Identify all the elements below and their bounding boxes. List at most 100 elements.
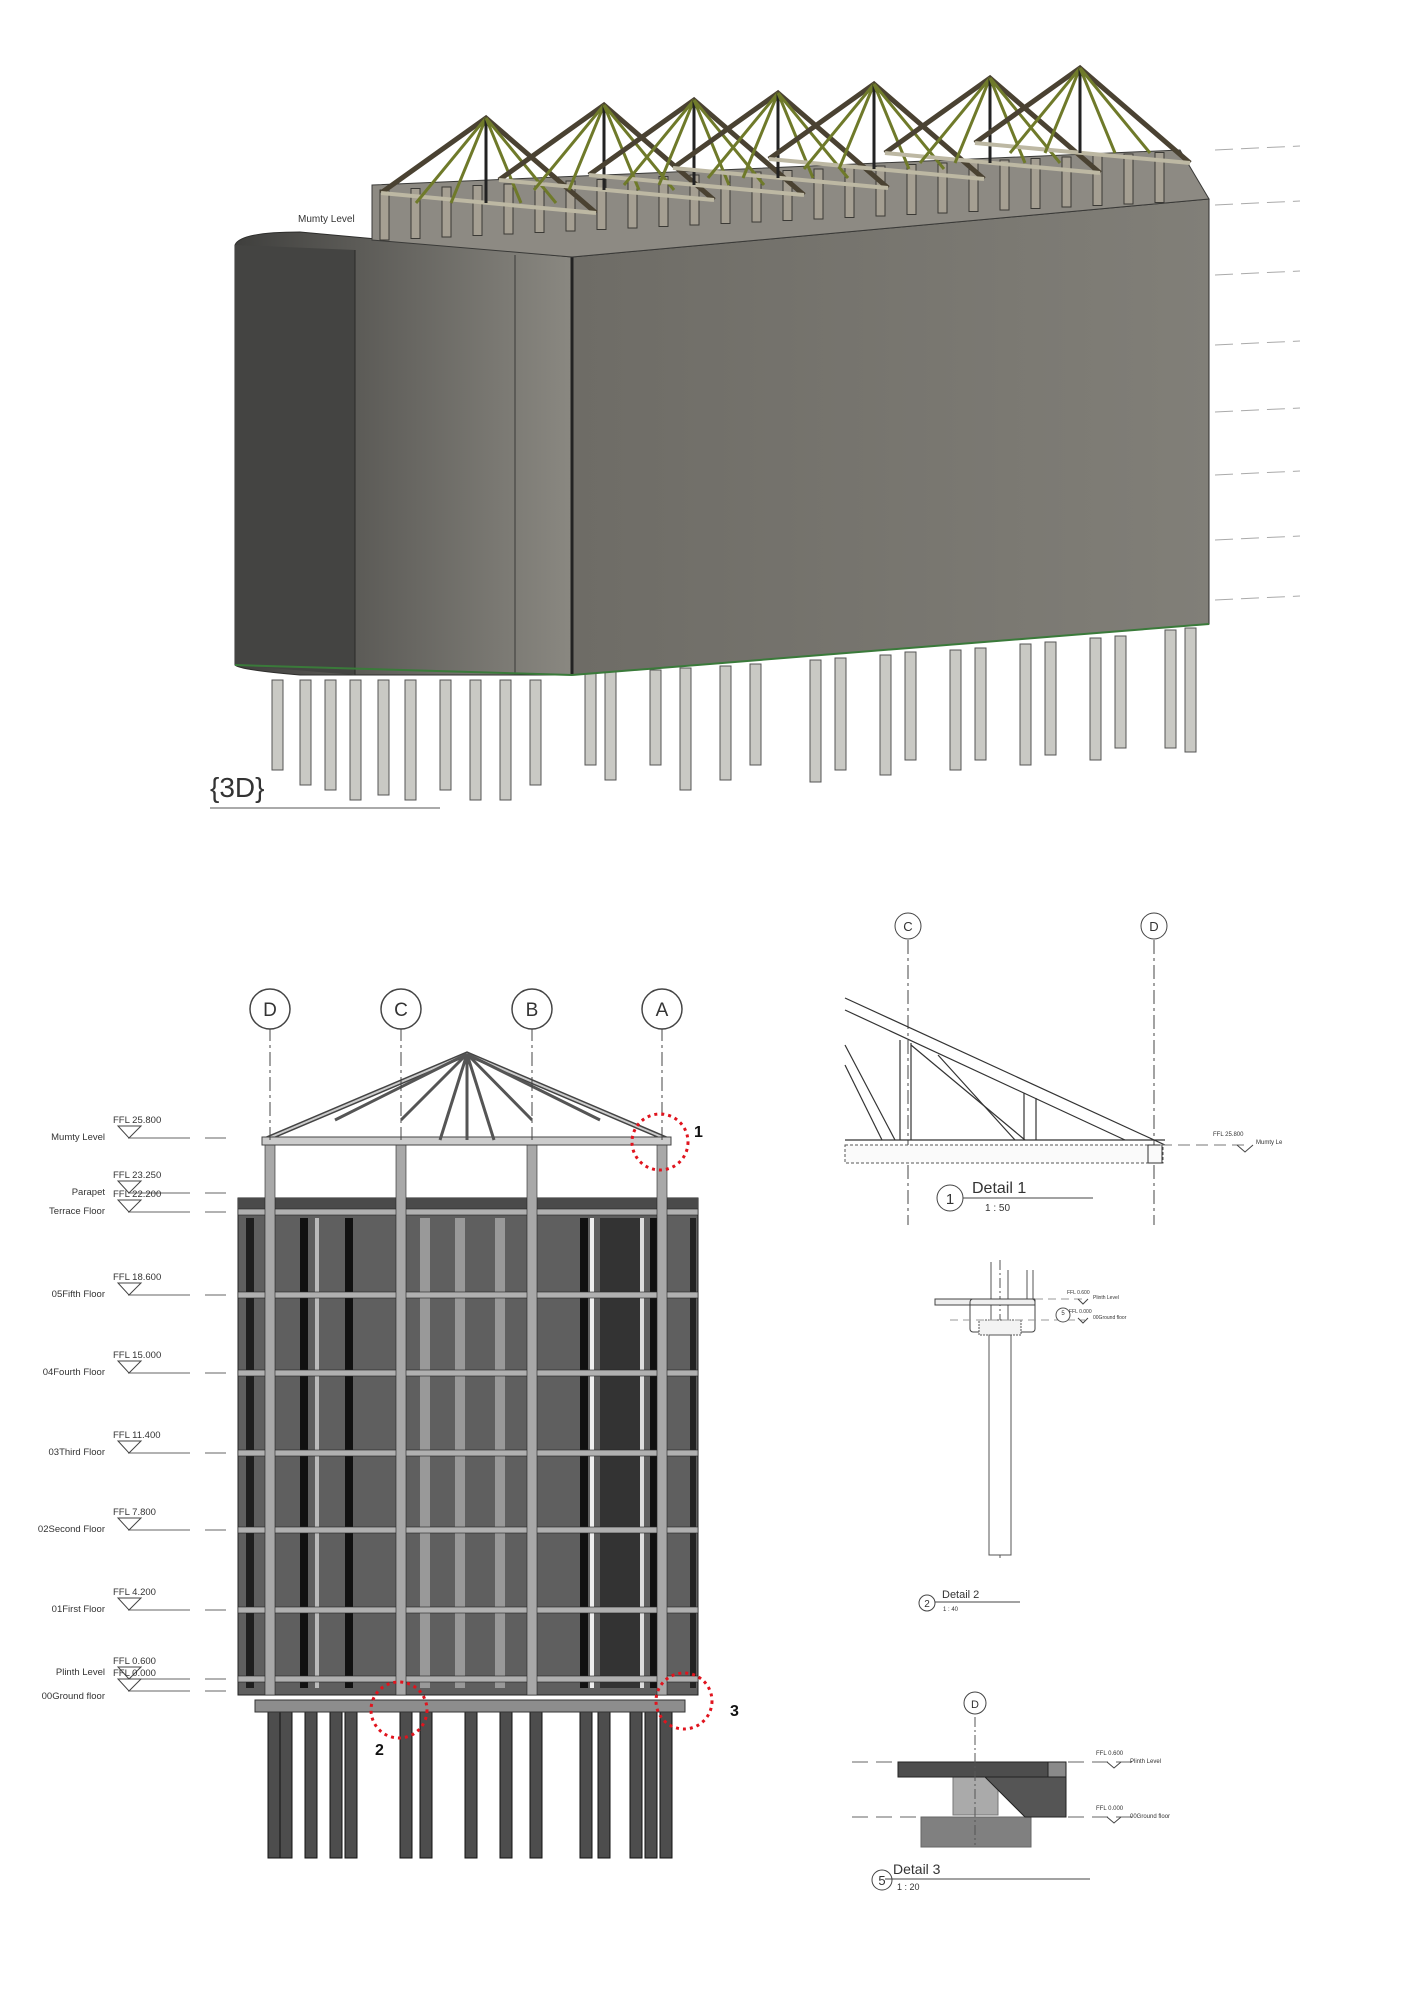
3d-level-line	[1214, 200, 1301, 206]
detail-callout-number[interactable]: 3	[730, 1703, 739, 1720]
3d-level-line	[1214, 407, 1301, 413]
elevation-grid-label-A: A	[656, 1000, 669, 1021]
elevation-pile	[659, 1699, 673, 1859]
3d-pile	[1019, 643, 1032, 766]
3d-roof-column	[472, 185, 483, 236]
level-marker-icon	[116, 1360, 143, 1374]
elevation-pile	[304, 1699, 318, 1859]
3d-truss-web	[657, 99, 696, 186]
3d-truss	[379, 114, 598, 215]
elevation-column	[264, 1139, 276, 1696]
3d-pile	[649, 669, 662, 766]
level-marker-icon	[116, 1678, 143, 1692]
level-name: Mumty Level	[51, 1132, 105, 1143]
detail-3-title[interactable]: Detail 3	[893, 1861, 941, 1877]
3d-roof-column	[751, 171, 762, 223]
elevation-floor-beam	[237, 1369, 699, 1377]
3d-truss-tie	[498, 178, 715, 202]
elevation-floor-beam	[237, 1208, 699, 1216]
elevation-roof-web	[465, 1053, 496, 1141]
elevation-column	[526, 1139, 538, 1696]
detail-1-grid-d: D	[1149, 919, 1158, 934]
detail-2-title[interactable]: Detail 2	[942, 1589, 979, 1601]
level-marker-icon	[116, 1440, 143, 1454]
detail-callout-number[interactable]: 1	[694, 1124, 703, 1141]
detail-3-level-1-name: 00Ground floor	[1130, 1814, 1170, 1820]
level-marker-icon	[116, 1282, 143, 1296]
3d-pile	[974, 647, 987, 761]
detail-callout-circle	[630, 1112, 690, 1172]
3d-pile	[271, 679, 284, 771]
3d-roof-column	[906, 164, 917, 215]
3d-pile	[349, 679, 362, 801]
detail-1-title[interactable]: Detail 1	[972, 1180, 1026, 1197]
elevation-column	[656, 1139, 668, 1696]
elevation-level-5: FFL 11.400 03Third Floor	[49, 1430, 226, 1458]
3d-truss	[973, 64, 1192, 165]
detail-2-tag: 5	[1061, 1311, 1065, 1317]
level-name: 05Fifth Floor	[52, 1289, 105, 1300]
level-value: FFL 7.800	[113, 1507, 156, 1518]
3d-truss-web	[449, 117, 488, 204]
elevation-pile	[529, 1699, 543, 1859]
detail-2-number: 2	[924, 1599, 930, 1610]
detail-1[interactable]: C D FFL 25.800 Mumty Le 1 Detail 1 1 : 5…	[844, 912, 1283, 1225]
3d-truss-tie	[380, 191, 597, 215]
elevation-floor-beam	[237, 1606, 699, 1614]
elevation-piles	[254, 1699, 686, 1859]
3d-roof-column	[1154, 152, 1165, 203]
3d-level-line	[1214, 270, 1301, 276]
3d-truss-web	[484, 117, 523, 204]
level-name: 04Fourth Floor	[43, 1367, 105, 1378]
3d-pile	[679, 667, 692, 791]
detail-callout-number[interactable]: 2	[375, 1742, 384, 1759]
level-value: FFL 22.200	[113, 1189, 161, 1200]
elevation-roof-web	[438, 1053, 469, 1141]
detail-3[interactable]: D FFL 0.600 Plinth Level FFL 0.000 00Gro…	[852, 1691, 1170, 1892]
3d-roof-column	[1123, 153, 1134, 205]
3d-truss-web	[622, 99, 696, 186]
elevation-floor-beam	[237, 1675, 699, 1683]
detail-callout-circle	[654, 1671, 714, 1731]
level-marker-icon	[116, 1597, 143, 1611]
elevation-pile	[579, 1699, 593, 1859]
detail-3-level-1-value: FFL 0.000	[1096, 1806, 1124, 1812]
detail-2-pile	[988, 1334, 1012, 1556]
detail-2-slab	[934, 1298, 1036, 1306]
elevation-roof-web	[466, 1052, 601, 1122]
elevation-grid-label-C: C	[394, 1000, 408, 1021]
3d-pile	[719, 665, 732, 781]
detail-2[interactable]: 5 FFL 0.600 Plinth Level FFL 0.000 00Gro…	[918, 1260, 1127, 1613]
3d-truss-web	[953, 77, 992, 164]
3d-roof-column	[503, 183, 514, 235]
3d-view-label[interactable]: {3D}	[210, 772, 265, 803]
3d-view[interactable]: Mumty Level {3D}	[210, 64, 1301, 809]
level-marker-icon	[116, 1666, 143, 1680]
3d-piles	[271, 627, 1197, 801]
3d-pile	[834, 657, 847, 771]
3d-roof-column	[999, 159, 1010, 211]
3d-pile	[299, 679, 312, 786]
detail-3-number: 5	[878, 1873, 885, 1888]
detail-1-level-name: Mumty Le	[1256, 1140, 1283, 1146]
elevation-grid-label-D: D	[263, 1000, 277, 1021]
elevation-pile	[464, 1699, 478, 1859]
3d-pile	[949, 649, 962, 771]
3d-pile	[469, 679, 482, 801]
3d-pile	[1164, 629, 1177, 749]
3d-roof-column	[813, 168, 824, 220]
3d-level-tag: Mumty Level	[298, 214, 355, 225]
elevation-pile	[329, 1699, 343, 1859]
3d-level-line	[1214, 535, 1301, 541]
3d-pile	[1044, 641, 1057, 756]
elevation-grid-bubble	[380, 988, 422, 1030]
level-name: 03Third Floor	[49, 1447, 106, 1458]
level-value: FFL 11.400	[113, 1430, 161, 1441]
3d-truss-tie	[672, 166, 889, 190]
detail-1-scale: 1 : 50	[985, 1203, 1010, 1214]
3d-truss-tie	[768, 157, 985, 181]
